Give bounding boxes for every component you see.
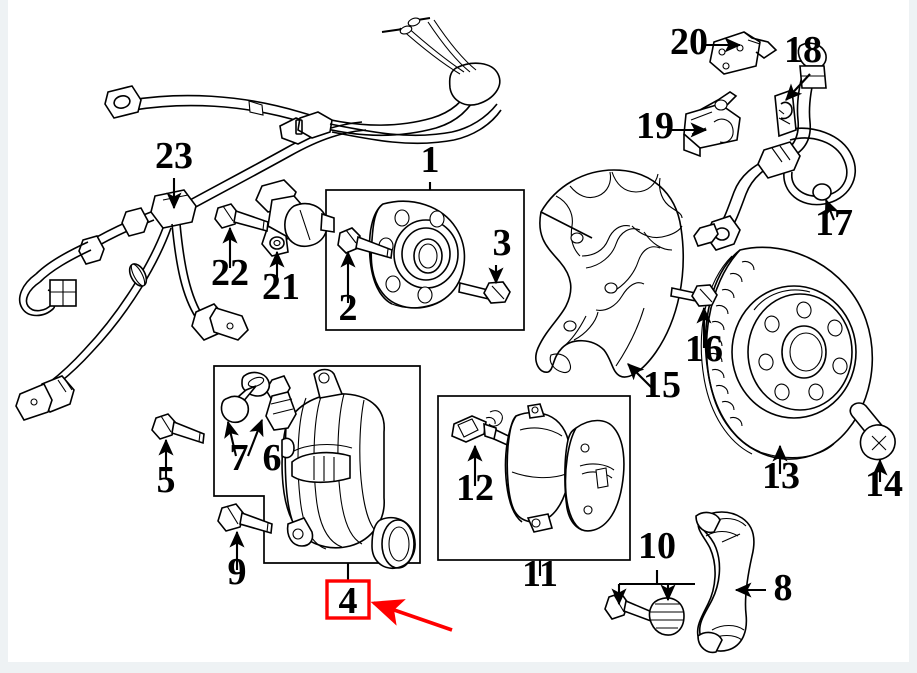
brake-pad-box-group bbox=[437, 395, 631, 576]
brake-splash-shield-drawing bbox=[535, 169, 684, 378]
callout-label-8: 8 bbox=[774, 567, 793, 609]
callout-label-10: 10 bbox=[638, 525, 676, 567]
brake-pad-outer-drawing bbox=[564, 419, 625, 532]
hub-bolt-right-drawing bbox=[458, 281, 511, 304]
caliper-seal-ring-drawing bbox=[371, 516, 416, 570]
callout-label-3: 3 bbox=[493, 222, 512, 264]
callout-label-9: 9 bbox=[228, 551, 247, 593]
brake-pad-inner-drawing bbox=[504, 403, 572, 533]
caliper-mounting-bracket-drawing bbox=[695, 511, 755, 654]
bleeder-screw-drawing bbox=[265, 375, 297, 431]
callout-leaders bbox=[158, 37, 888, 606]
leader-17 bbox=[824, 198, 839, 221]
hub-assembly-box-group bbox=[325, 182, 525, 331]
diagram-canvas: 1 2 3 4 5 6 7 8 9 10 11 12 13 14 15 16 1… bbox=[8, 0, 909, 662]
highlight-annotation bbox=[325, 579, 453, 632]
parts-diagram-svg: 1 2 3 4 5 6 7 8 9 10 11 12 13 14 15 16 1… bbox=[15, 17, 903, 654]
leader-6 bbox=[247, 418, 264, 457]
brake-rotor-drawing bbox=[700, 246, 874, 460]
guide-pin-bushing-drawing bbox=[604, 592, 685, 636]
highlight-arrow bbox=[370, 599, 453, 632]
rotor-retaining-screw-drawing bbox=[849, 402, 896, 461]
leader-18 bbox=[785, 73, 811, 101]
caliper-bracket-bolt-drawing bbox=[217, 503, 273, 535]
callout-label-18: 18 bbox=[784, 29, 822, 71]
callout-label-23: 23 bbox=[155, 135, 193, 177]
callout-label-2: 2 bbox=[339, 287, 358, 329]
caliper-box-group bbox=[213, 365, 421, 581]
highlight-box bbox=[325, 579, 371, 620]
brake-caliper-drawing bbox=[281, 368, 385, 550]
callout-label-6: 6 bbox=[263, 437, 282, 479]
caliper-guide-bolt-drawing bbox=[151, 413, 205, 445]
callout-label-19: 19 bbox=[636, 105, 674, 147]
callout-label-1: 1 bbox=[421, 139, 440, 181]
leader-7 bbox=[224, 420, 239, 457]
splash-shield-bolt-drawing bbox=[670, 284, 718, 307]
callout-label-21: 21 bbox=[262, 266, 300, 308]
callout-label-14: 14 bbox=[865, 463, 903, 505]
callout-label-11: 11 bbox=[522, 553, 558, 595]
wheel-hub-drawing bbox=[368, 200, 466, 309]
callout-label-5: 5 bbox=[157, 459, 176, 501]
speed-sensor-bolt-drawing bbox=[214, 203, 269, 233]
abs-speed-sensor-drawing bbox=[255, 179, 335, 257]
callout-label-20: 20 bbox=[670, 21, 708, 63]
callout-label-4: 4 bbox=[339, 580, 358, 622]
callout-label-17: 17 bbox=[815, 202, 853, 244]
guide-pin-boot-drawing bbox=[220, 371, 271, 424]
leader-15 bbox=[627, 363, 653, 389]
hub-bolt-left-drawing bbox=[337, 227, 393, 260]
